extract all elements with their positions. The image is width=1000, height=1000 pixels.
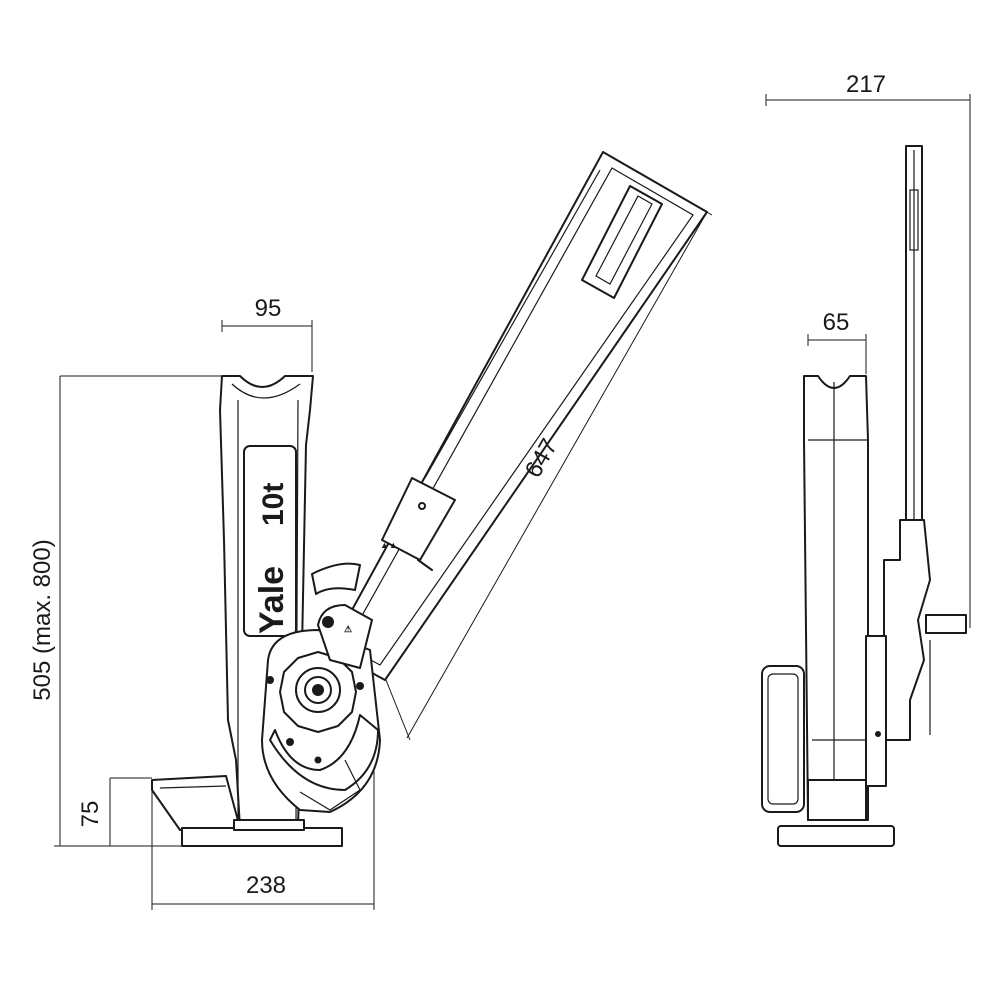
side-view: 217 65 [761, 71, 971, 847]
logo-brand: Yale [253, 566, 291, 634]
dim-base-width: 238 [151, 770, 375, 910]
arc-guard [311, 562, 361, 595]
dim-toe-height: 75 [77, 777, 152, 846]
label-plate [243, 445, 297, 637]
dim-top-width-label: 95 [255, 295, 282, 322]
front-view: ▲▲ Yale 10t [29, 151, 713, 910]
side-base-plate [777, 825, 895, 847]
side-lower-block [807, 779, 867, 821]
dim-head-width: 65 [807, 309, 867, 374]
dim-base-width-label: 238 [246, 872, 286, 899]
lever-marking: ▲▲ [380, 540, 398, 550]
bracket-marking: ⚠ [344, 624, 352, 634]
side-body [803, 375, 869, 821]
dim-height: 505 (max. 800) [29, 375, 222, 847]
dim-total-width: 217 [765, 71, 971, 628]
dim-head-width-label: 65 [823, 309, 850, 336]
side-gear-cover [761, 665, 805, 813]
base-pad [233, 819, 305, 831]
side-lever-stub [925, 614, 967, 634]
side-mechanism-bracket [883, 519, 931, 741]
logo-capacity: 10t [257, 483, 290, 526]
toe-lift [151, 775, 241, 831]
lever-handle: ▲▲ [329, 151, 708, 681]
gear-mechanism: ⚠ [261, 604, 381, 813]
dim-height-label: 505 (max. 800) [29, 539, 56, 700]
dim-total-width-label: 217 [846, 71, 886, 98]
side-gear-housing [865, 635, 887, 787]
dim-top-width: 95 [221, 295, 313, 372]
dim-toe-height-label: 75 [77, 801, 104, 828]
brand-logo: Yale 10t [253, 483, 291, 634]
